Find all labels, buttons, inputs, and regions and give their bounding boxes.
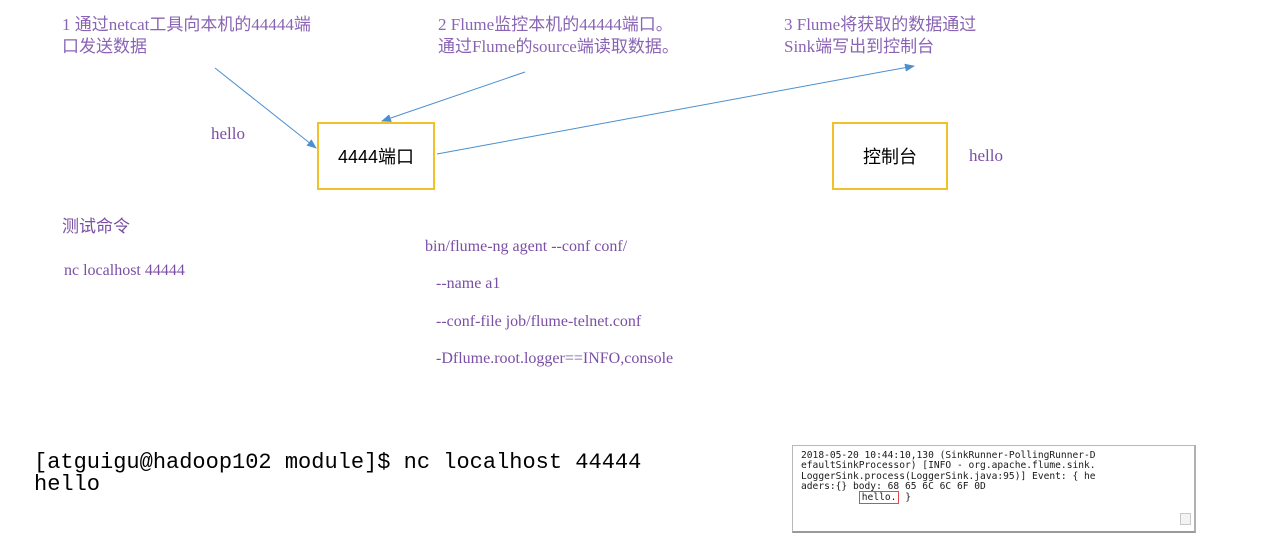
step-1-line-2: 口发送数据	[62, 37, 147, 56]
flume-command-line-1: bin/flume-ng agent --conf conf/	[425, 238, 628, 255]
log-line-5: hello. }	[801, 490, 1176, 504]
port-box: 4444端口	[317, 122, 435, 190]
step-1-label: 1 通过netcat工具向本机的44444端 口发送数据	[62, 14, 311, 58]
flume-command-line-4: -Dflume.root.logger==INFO,console	[436, 350, 674, 367]
test-commands-title: 测试命令	[62, 217, 130, 236]
log-line-3: LoggerSink.process(LoggerSink.java:95)] …	[801, 470, 1096, 482]
log-line-4: aders:{} body: 68 65 6C 6C 6F 0D	[801, 481, 986, 493]
step-3-line-2: Sink端写出到控制台	[784, 37, 935, 56]
flume-command-line-2: --name a1	[436, 275, 501, 292]
console-box: 控制台	[832, 122, 948, 190]
log-line-2: efaultSinkProcessor) [INFO - org.apache.…	[801, 460, 1096, 472]
input-word: hello	[211, 124, 245, 143]
arrow-step2-to-port	[381, 71, 526, 122]
step-2-line-2: 通过Flume的source端读取数据。	[438, 37, 679, 56]
output-word: hello	[969, 146, 1003, 165]
step-3-label: 3 Flume将获取的数据通过 Sink端写出到控制台	[784, 14, 976, 58]
terminal-output: [atguigu@hadoop102 module]$ nc localhost…	[34, 452, 641, 496]
scrollbar-corner[interactable]	[1180, 513, 1191, 525]
step-2-label: 2 Flume监控本机的44444端口。 通过Flume的source端读取数据…	[438, 14, 679, 58]
flume-command-line-3: --conf-file job/flume-telnet.conf	[436, 313, 642, 330]
step-3-line-1: 3 Flume将获取的数据通过	[784, 15, 977, 34]
step-1-line-1: 1 通过netcat工具向本机的44444端	[62, 15, 311, 34]
log-closing-brace: }	[899, 491, 911, 503]
arrow-step1-to-port	[214, 67, 317, 149]
log-highlighted-hello: hello.	[858, 490, 900, 504]
nc-command: nc localhost 44444	[64, 262, 185, 279]
step-2-line-1: 2 Flume监控本机的44444端口。	[438, 15, 673, 34]
terminal-output-line: hello	[34, 472, 101, 497]
log-line-1: 2018-05-20 10:44:10,130 (SinkRunner-Poll…	[801, 450, 1096, 461]
arrow-port-to-step3	[436, 63, 915, 155]
terminal-prompt-line: [atguigu@hadoop102 module]$ nc localhost…	[34, 450, 642, 475]
flume-log-panel: 2018-05-20 10:44:10,130 (SinkRunner-Poll…	[792, 445, 1196, 533]
